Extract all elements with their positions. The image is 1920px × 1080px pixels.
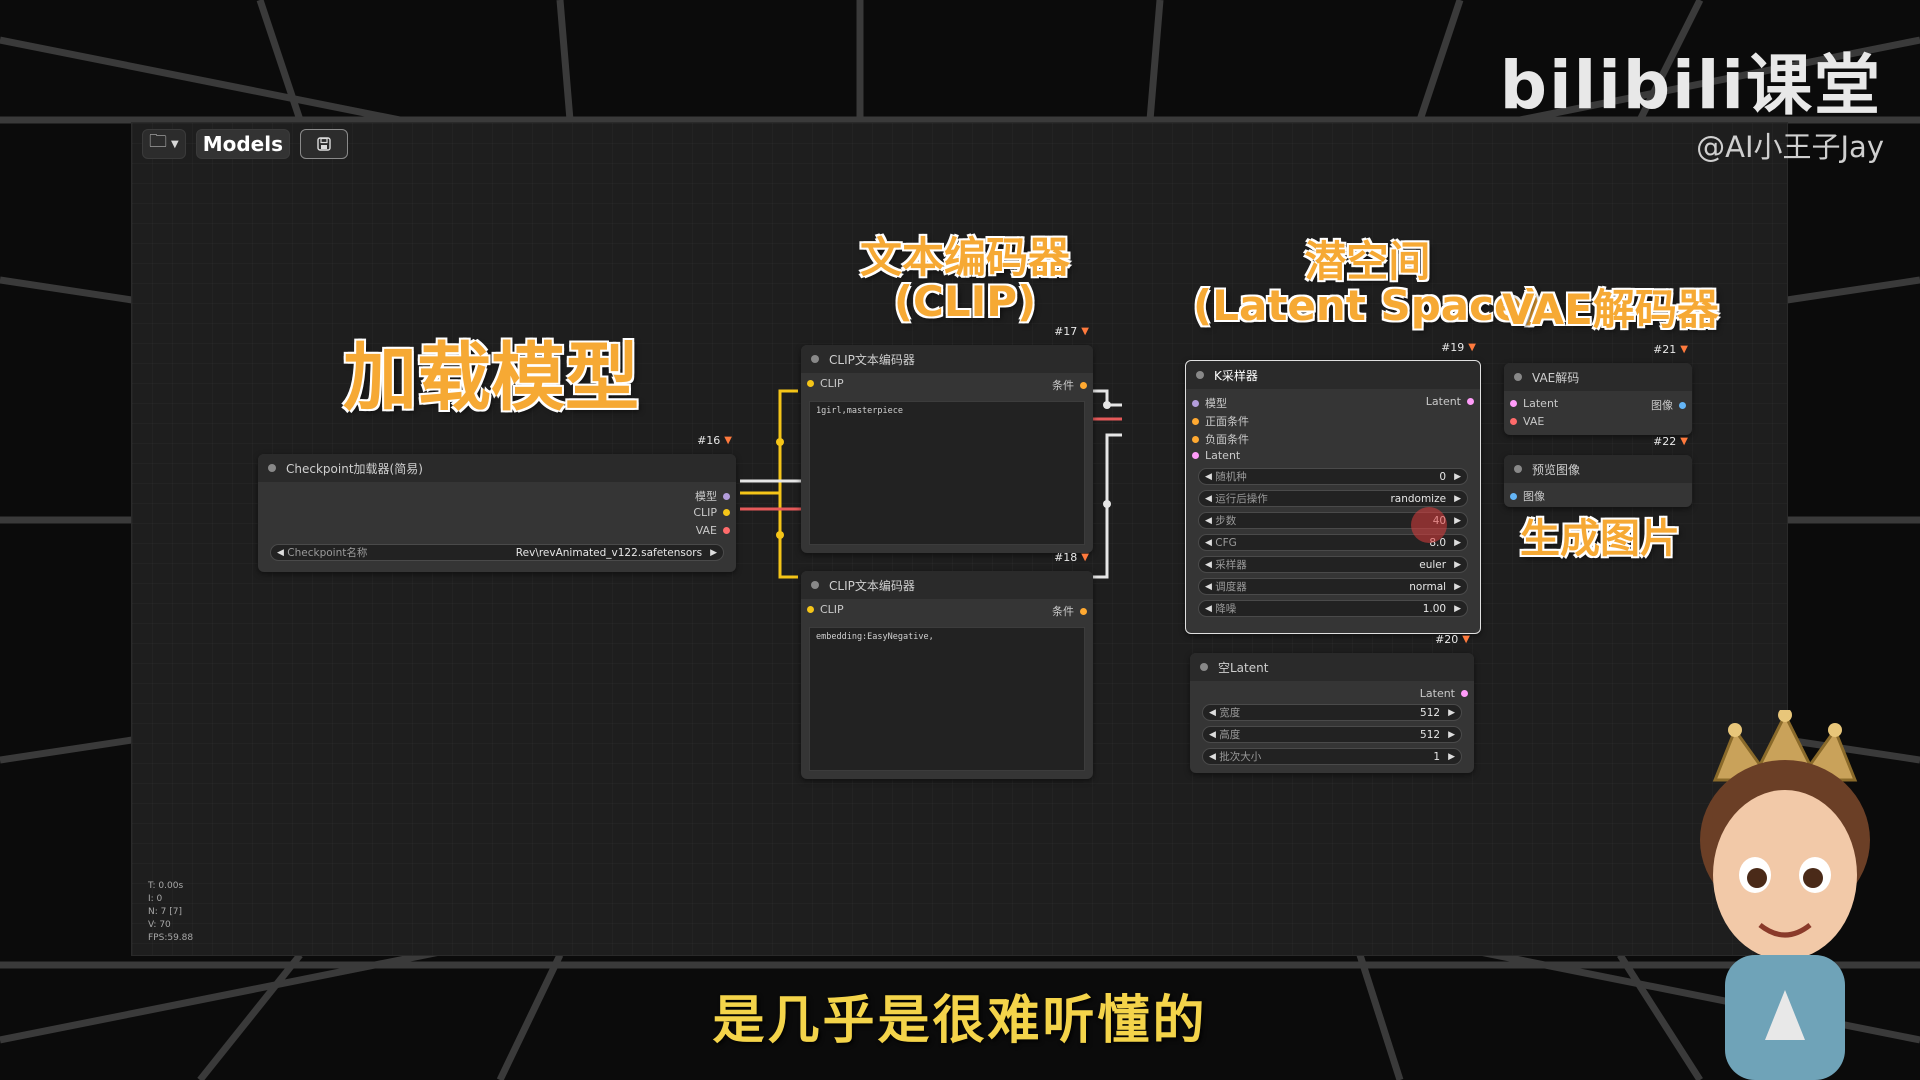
annotation-latent-space: 潜空间 (Latent Space) — [1193, 237, 1542, 331]
node-header[interactable]: CLIP文本编码器 — [801, 571, 1093, 599]
fox-icon: ▼ — [1468, 342, 1476, 353]
mascot-avatar — [1700, 710, 1870, 1080]
annotation-generate-image: 生成图片 — [1520, 516, 1680, 562]
node-header[interactable]: VAE解码 — [1504, 363, 1692, 391]
node-title: CLIP文本编码器 — [829, 352, 915, 367]
input-clip[interactable]: CLIP — [807, 603, 844, 616]
node-title: K采样器 — [1214, 368, 1258, 383]
subtitle: 是几乎是很难听懂的 — [712, 991, 1208, 1051]
annotation-vae-decoder: VAE解码器 — [1502, 285, 1719, 334]
fox-icon: ▼ — [1680, 436, 1688, 447]
annotation-text-encoder: 文本编码器 (CLIP) — [860, 233, 1071, 327]
chevron-down-icon: ▼ — [171, 138, 179, 150]
node-id: #22▼ — [1653, 435, 1688, 448]
ksampler-node[interactable]: #19▼ K采样器 模型 正面条件 负面条件 Latent Latent ◀ 随… — [1185, 341, 1481, 634]
fox-icon: ▼ — [1081, 326, 1089, 337]
checkpoint-loader-node[interactable]: #16▼ Checkpoint加载器(简易) 模型 CLIP VAE ◀ Che… — [258, 434, 736, 572]
fox-icon: ▼ — [1462, 634, 1470, 645]
node-id: #17▼ — [1054, 325, 1089, 338]
input-latent[interactable]: Latent — [1510, 397, 1558, 410]
bilibili-logo: bilibili课堂 — [1499, 47, 1882, 124]
output-vae[interactable]: VAE — [696, 524, 730, 537]
clip-text-encoder-positive[interactable]: #17▼ CLIP文本编码器 CLIP 条件 1girl,masterpiece — [801, 325, 1093, 553]
fox-icon: ▼ — [724, 435, 732, 446]
arrow-left-icon: ◀ — [277, 547, 284, 558]
node-title: Checkpoint加载器(简易) — [286, 461, 423, 476]
output-conditioning[interactable]: 条件 — [1052, 377, 1087, 393]
author-handle: @AI小王子Jay — [1696, 130, 1884, 164]
output-latent[interactable]: Latent — [1420, 687, 1468, 700]
node-header[interactable]: 预览图像 — [1504, 455, 1692, 483]
save-icon — [317, 137, 331, 151]
input-positive[interactable]: 正面条件 — [1192, 413, 1249, 429]
fox-icon: ▼ — [1680, 344, 1688, 355]
input-model[interactable]: 模型 — [1192, 395, 1227, 411]
node-header[interactable]: 空Latent — [1190, 653, 1474, 681]
annotation-text-encoder-line2: (CLIP) — [893, 277, 1037, 327]
input-image[interactable]: 图像 — [1510, 488, 1545, 504]
node-header[interactable]: K采样器 — [1186, 361, 1480, 389]
clip-text-encoder-negative[interactable]: #18▼ CLIP文本编码器 CLIP 条件 embedding:EasyNeg… — [801, 551, 1093, 779]
preview-image-node[interactable]: #22▼ 预览图像 图像 — [1504, 435, 1692, 507]
prompt-textarea[interactable]: embedding:EasyNegative, — [809, 627, 1085, 771]
collapse-dot-icon[interactable] — [1514, 373, 1522, 381]
collapse-dot-icon[interactable] — [268, 464, 276, 472]
node-id: #18▼ — [1054, 551, 1089, 564]
prompt-textarea[interactable]: 1girl,masterpiece — [809, 401, 1085, 545]
collapse-dot-icon[interactable] — [1514, 465, 1522, 473]
node-title: 空Latent — [1218, 660, 1269, 675]
collapse-dot-icon[interactable] — [1196, 371, 1204, 379]
arrow-right-icon: ▶ — [710, 547, 717, 558]
node-id: #20▼ — [1435, 633, 1470, 646]
node-header[interactable]: CLIP文本编码器 — [801, 345, 1093, 373]
node-id: #19▼ — [1441, 341, 1476, 354]
annotation-load-model: 加载模型 — [343, 335, 639, 421]
toolbar: 🗀 ▼ Models — [142, 129, 348, 159]
node-title: 预览图像 — [1532, 462, 1581, 477]
node-id: #21▼ — [1653, 343, 1688, 356]
output-model[interactable]: 模型 — [695, 488, 730, 504]
output-image[interactable]: 图像 — [1651, 397, 1686, 413]
cursor-highlight — [1411, 507, 1447, 543]
node-title: VAE解码 — [1532, 370, 1580, 385]
output-clip[interactable]: CLIP — [693, 506, 730, 519]
models-button[interactable]: Models — [195, 129, 290, 159]
save-button[interactable] — [300, 129, 348, 159]
output-conditioning[interactable]: 条件 — [1052, 603, 1087, 619]
node-id: #16▼ — [697, 434, 732, 447]
input-negative[interactable]: 负面条件 — [1192, 431, 1249, 447]
annotation-latent-line2: (Latent Space) — [1193, 281, 1542, 331]
input-clip[interactable]: CLIP — [807, 377, 844, 390]
input-latent[interactable]: Latent — [1192, 449, 1240, 462]
fox-icon: ▼ — [1081, 552, 1089, 563]
input-vae[interactable]: VAE — [1510, 415, 1544, 428]
annotation-latent-line1: 潜空间 — [1304, 237, 1431, 286]
vae-decode-node[interactable]: #21▼ VAE解码 Latent VAE 图像 — [1504, 343, 1692, 435]
collapse-dot-icon[interactable] — [811, 581, 819, 589]
output-latent[interactable]: Latent — [1426, 395, 1474, 408]
collapse-dot-icon[interactable] — [1200, 663, 1208, 671]
node-canvas[interactable]: 🗀 ▼ Models #16▼ Checkpoint加载器(简易) — [132, 123, 1787, 955]
annotation-text-encoder-line1: 文本编码器 — [860, 233, 1071, 282]
folder-icon: 🗀 — [149, 131, 167, 152]
node-header[interactable]: Checkpoint加载器(简易) — [258, 454, 736, 482]
node-title: CLIP文本编码器 — [829, 578, 915, 593]
folder-menu-button[interactable]: 🗀 ▼ — [142, 129, 186, 159]
collapse-dot-icon[interactable] — [811, 355, 819, 363]
